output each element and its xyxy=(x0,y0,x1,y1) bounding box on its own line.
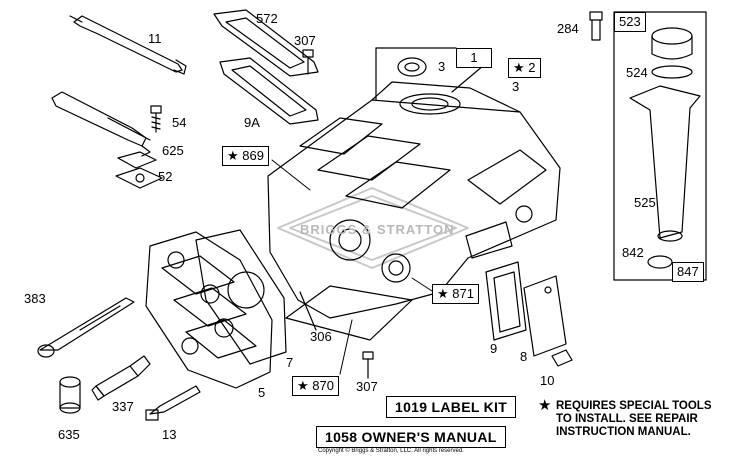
label-part-871-box: ★ 871 xyxy=(432,284,479,304)
oil-seal-part-3 xyxy=(397,57,427,77)
note-star-symbol: ★ xyxy=(538,397,552,414)
label-part-525: 525 xyxy=(634,195,656,210)
label-part-3b: 3 xyxy=(512,79,520,94)
label-part-2-box: ★ 2 xyxy=(508,58,541,78)
label-part-869-box: ★ 869 xyxy=(222,146,269,166)
label-part-9: 9 xyxy=(490,341,498,356)
screw-part-307-bottom xyxy=(362,351,374,379)
breather-tube-part xyxy=(51,91,151,157)
owners-manual-box: 1058 OWNER'S MANUAL xyxy=(316,426,506,448)
screw-part-54 xyxy=(150,105,162,133)
dipstick-tube-part-11 xyxy=(69,15,187,75)
gasket-part-9a xyxy=(219,57,319,125)
dipstick-cap-part-523 xyxy=(651,27,693,60)
label-part-847: 847 xyxy=(677,264,699,279)
label-part-523-box: 523 xyxy=(614,12,646,32)
gasket-part-52 xyxy=(115,167,163,189)
label-part-870: 870 xyxy=(312,378,334,393)
star-symbol: ★ xyxy=(297,378,309,393)
note-line-1: REQUIRES SPECIAL TOOLS xyxy=(556,400,712,412)
label-kit-box: 1019 LABEL KIT xyxy=(386,396,517,418)
label-part-870-box: ★ 870 xyxy=(292,376,339,396)
label-part-523: 523 xyxy=(619,14,641,29)
label-part-307-bottom: 307 xyxy=(356,379,378,394)
label-part-2: 2 xyxy=(528,60,536,75)
label-part-1-box: 1 xyxy=(456,48,492,68)
cover-part-8 xyxy=(523,275,567,357)
label-part-5: 5 xyxy=(258,385,266,400)
head-gasket-part-5 xyxy=(195,229,287,365)
gasket-part-572 xyxy=(213,9,319,77)
label-part-635: 635 xyxy=(58,427,80,442)
label-part-842: 842 xyxy=(622,245,644,260)
label-part-11: 11 xyxy=(148,31,162,46)
label-part-7: 7 xyxy=(286,355,294,370)
copyright-text: Copyright © Briggs & Stratton, LLC. All … xyxy=(318,448,464,454)
screw-part-10 xyxy=(551,349,573,367)
label-part-524: 524 xyxy=(626,65,648,80)
part-635 xyxy=(59,376,81,414)
label-part-9a: 9A xyxy=(244,115,260,130)
label-part-1: 1 xyxy=(470,50,478,65)
gasket-part-9 xyxy=(485,261,527,341)
label-part-284: 284 xyxy=(557,21,579,36)
plug-part-284 xyxy=(589,11,603,41)
label-part-572: 572 xyxy=(256,11,278,26)
star-symbol: ★ xyxy=(437,286,449,301)
label-part-847-box: 847 xyxy=(672,262,704,282)
spark-plug-part-337 xyxy=(91,355,151,401)
engine-block-part-1 xyxy=(267,81,561,331)
label-part-10: 10 xyxy=(540,373,555,388)
watermark-text: BRIGGS & STRATTON xyxy=(300,222,455,237)
label-part-869: 869 xyxy=(242,148,264,163)
base-gasket-part-306 xyxy=(285,285,413,341)
valve-part-383 xyxy=(37,297,135,358)
label-part-306: 306 xyxy=(310,329,332,344)
label-part-383: 383 xyxy=(24,291,46,306)
star-symbol: ★ xyxy=(227,148,239,163)
screw-part-307-top xyxy=(302,49,314,75)
label-part-337: 337 xyxy=(112,399,134,414)
o-ring-part-524 xyxy=(651,65,693,79)
cylinder-head-part-7 xyxy=(145,231,273,389)
gasket-part-625 xyxy=(117,151,157,169)
seal-part-842 xyxy=(647,255,673,269)
note-line-2: TO INSTALL. SEE REPAIR xyxy=(556,413,698,425)
label-part-625: 625 xyxy=(162,143,184,158)
label-part-3: 3 xyxy=(438,59,446,74)
label-part-52: 52 xyxy=(158,169,173,184)
note-line-3: INSTRUCTION MANUAL. xyxy=(556,426,691,438)
dipstick-tube-part-525 xyxy=(629,85,701,242)
label-part-871: 871 xyxy=(452,286,474,301)
label-part-8: 8 xyxy=(520,349,528,364)
label-part-13: 13 xyxy=(162,427,177,442)
label-part-307-top: 307 xyxy=(294,33,316,48)
star-symbol: ★ xyxy=(513,60,525,75)
label-part-54: 54 xyxy=(172,115,187,130)
dipstick-assembly-box-847 xyxy=(613,11,707,281)
bolt-part-13 xyxy=(145,385,201,421)
leader-lines xyxy=(271,159,433,375)
